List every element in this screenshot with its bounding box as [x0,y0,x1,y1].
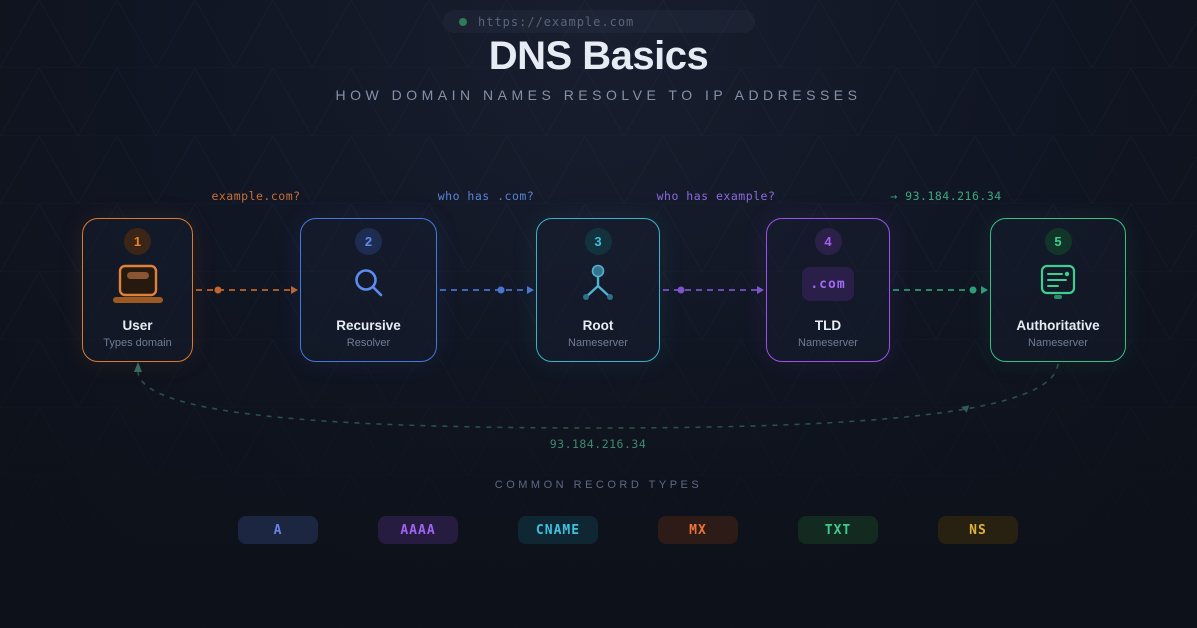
dotcom-pill-icon: .com [802,262,854,306]
page-title: DNS Basics [0,34,1197,79]
step-title: Root [583,318,614,333]
record-badge-cname: CNAME [518,516,598,544]
dotcom-pill-text: .com [802,267,854,301]
step-number-badge: 2 [355,228,382,255]
step-title: User [122,318,152,333]
query-label-who-has-example: who has example? [657,189,776,203]
step-number-badge: 1 [124,228,151,255]
step-card-tld-nameserver: 4 .com TLD Nameserver [766,218,890,362]
step-title: Recursive [336,318,401,333]
query-label-who-has-com: who has .com? [438,189,535,203]
search-icon [351,262,387,306]
step-subtitle: Nameserver [798,337,858,349]
answer-label-ip: → 93.184.216.34 [890,189,1001,203]
record-badge-a: A [238,516,318,544]
record-types-heading: COMMON RECORD TYPES [0,479,1197,491]
query-label-example-com: example.com? [211,189,300,203]
step-title: Authoritative [1016,318,1099,333]
record-types-row: A AAAA CNAME MX TXT NS [238,516,1018,544]
record-badge-aaaa: AAAA [378,516,458,544]
record-badge-ns: NS [938,516,1018,544]
return-ip-label: 93.184.216.34 [550,437,647,451]
step-card-user: 1 User Types domain [82,218,193,362]
record-badge-txt: TXT [798,516,878,544]
step-number-badge: 3 [585,228,612,255]
step-card-authoritative-nameserver: 5 Authoritative Nameserver [990,218,1126,362]
step-card-recursive-resolver: 2 Recursive Resolver [300,218,437,362]
step-card-root-nameserver: 3 Root Nameserver [536,218,660,362]
server-icon [1035,262,1081,306]
step-number-badge: 4 [815,228,842,255]
step-subtitle: Nameserver [568,337,628,349]
browser-address-bar: https://example.com [443,10,755,33]
step-title: TLD [815,318,841,333]
step-subtitle: Nameserver [1028,337,1088,349]
step-subtitle: Resolver [347,337,390,349]
root-branch-icon [578,262,618,306]
laptop-icon [109,262,167,306]
page-subtitle: HOW DOMAIN NAMES RESOLVE TO IP ADDRESSES [0,87,1197,103]
record-badge-mx: MX [658,516,738,544]
step-subtitle: Types domain [103,337,171,349]
secure-dot-icon [459,18,467,26]
url-text: https://example.com [478,15,634,29]
step-number-badge: 5 [1045,228,1072,255]
